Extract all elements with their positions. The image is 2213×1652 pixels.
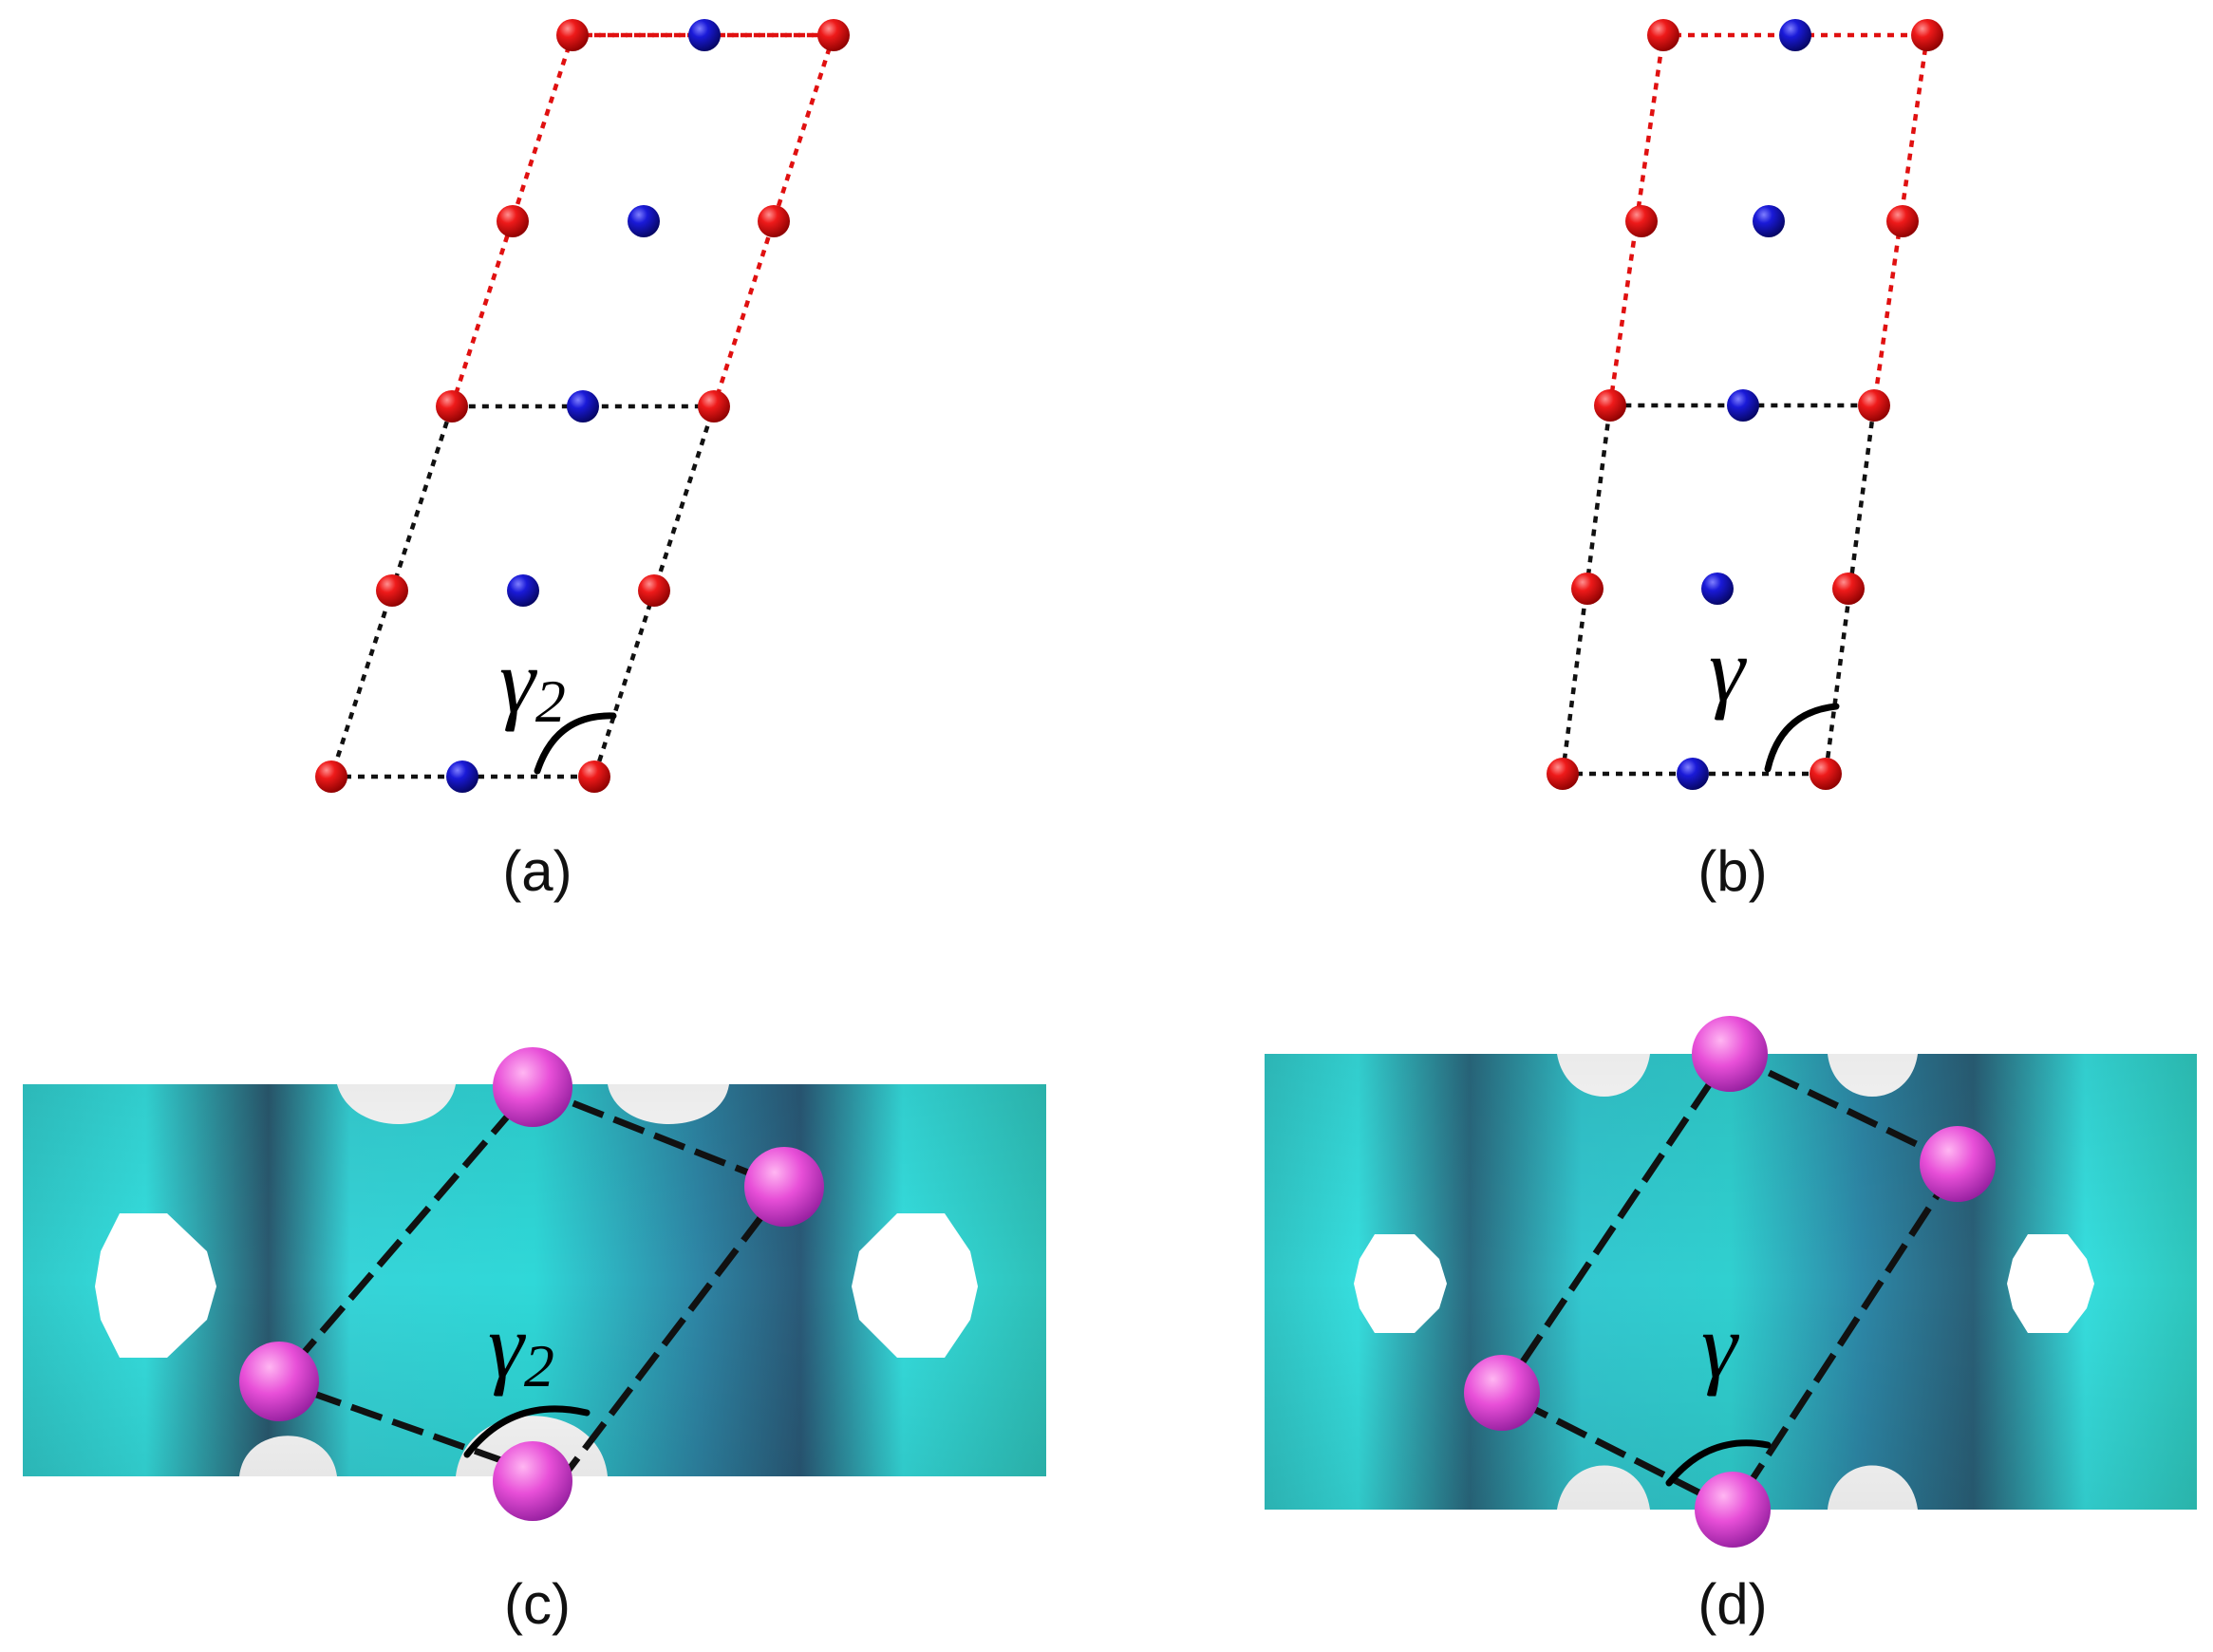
red-atom [556, 19, 589, 51]
angle-label: γ2 [488, 1295, 554, 1399]
panel-a-blue-atoms [446, 19, 721, 793]
magenta-atom [1695, 1472, 1771, 1548]
panel-d: γ (d) [1265, 1016, 2197, 1636]
panel-b-blue-atoms [1677, 19, 1811, 790]
lower-cell-outline [1560, 403, 1877, 777]
blue-atom [1753, 205, 1785, 237]
red-atom [1911, 19, 1943, 51]
red-atom [1594, 389, 1626, 422]
red-atom [1886, 205, 1919, 237]
red-atom [817, 19, 850, 51]
angle-arc [1764, 703, 1840, 773]
blue-atom [507, 574, 539, 607]
blue-atom [567, 390, 599, 422]
red-atom [1832, 573, 1865, 605]
magenta-atom [1920, 1126, 1996, 1202]
red-atom [578, 760, 610, 793]
panel-c: γ2 (c) [23, 1047, 1046, 1636]
blue-atom [1727, 389, 1759, 422]
panel-d-atoms [1464, 1016, 1996, 1548]
panel-c-atoms [239, 1047, 824, 1521]
panel-label: (c) [504, 1572, 571, 1636]
red-atom [698, 390, 730, 422]
panel-label: (a) [502, 839, 572, 903]
surface-hole [1354, 1234, 1447, 1333]
panel-b-cell-lower [1560, 403, 1877, 777]
blue-atom [1677, 758, 1709, 790]
surface-hole [2007, 1234, 2094, 1333]
blue-atom [688, 19, 721, 51]
panel-label: (b) [1697, 839, 1767, 903]
blue-atom [1779, 19, 1811, 51]
magenta-atom [1464, 1355, 1540, 1431]
magenta-atom [1692, 1016, 1768, 1092]
blue-atom [628, 205, 660, 237]
magenta-atom [239, 1342, 319, 1421]
red-atom [376, 574, 408, 607]
panel-a: γ2 (a) [315, 19, 850, 903]
red-atom [1647, 19, 1679, 51]
red-atom [638, 574, 670, 607]
surface-hole [852, 1213, 978, 1358]
panel-b-red-atoms [1547, 19, 1943, 790]
surface-hole [95, 1213, 216, 1358]
panel-a-red-atoms [315, 19, 850, 793]
panel-label: (d) [1697, 1572, 1767, 1636]
angle-arc [463, 1405, 591, 1458]
red-atom [497, 205, 529, 237]
red-atom [436, 390, 468, 422]
panel-b: γ (b) [1547, 19, 1943, 903]
red-atom [315, 760, 347, 793]
blue-atom [1701, 573, 1734, 605]
red-atom [1571, 573, 1603, 605]
angle-arc [534, 712, 617, 775]
red-atom [1858, 389, 1890, 422]
magenta-atom [744, 1147, 824, 1227]
angle-label: γ [1701, 1295, 1739, 1397]
blue-atom [446, 760, 478, 793]
magenta-atom [493, 1441, 572, 1521]
red-atom [1625, 205, 1658, 237]
angle-label: γ2 [499, 630, 566, 735]
red-atom [1547, 758, 1579, 790]
angle-label: γ [1709, 619, 1747, 721]
angle-arc [1665, 1439, 1772, 1487]
magenta-atom [493, 1047, 572, 1127]
red-atom [758, 205, 790, 237]
red-atom [1810, 758, 1842, 790]
